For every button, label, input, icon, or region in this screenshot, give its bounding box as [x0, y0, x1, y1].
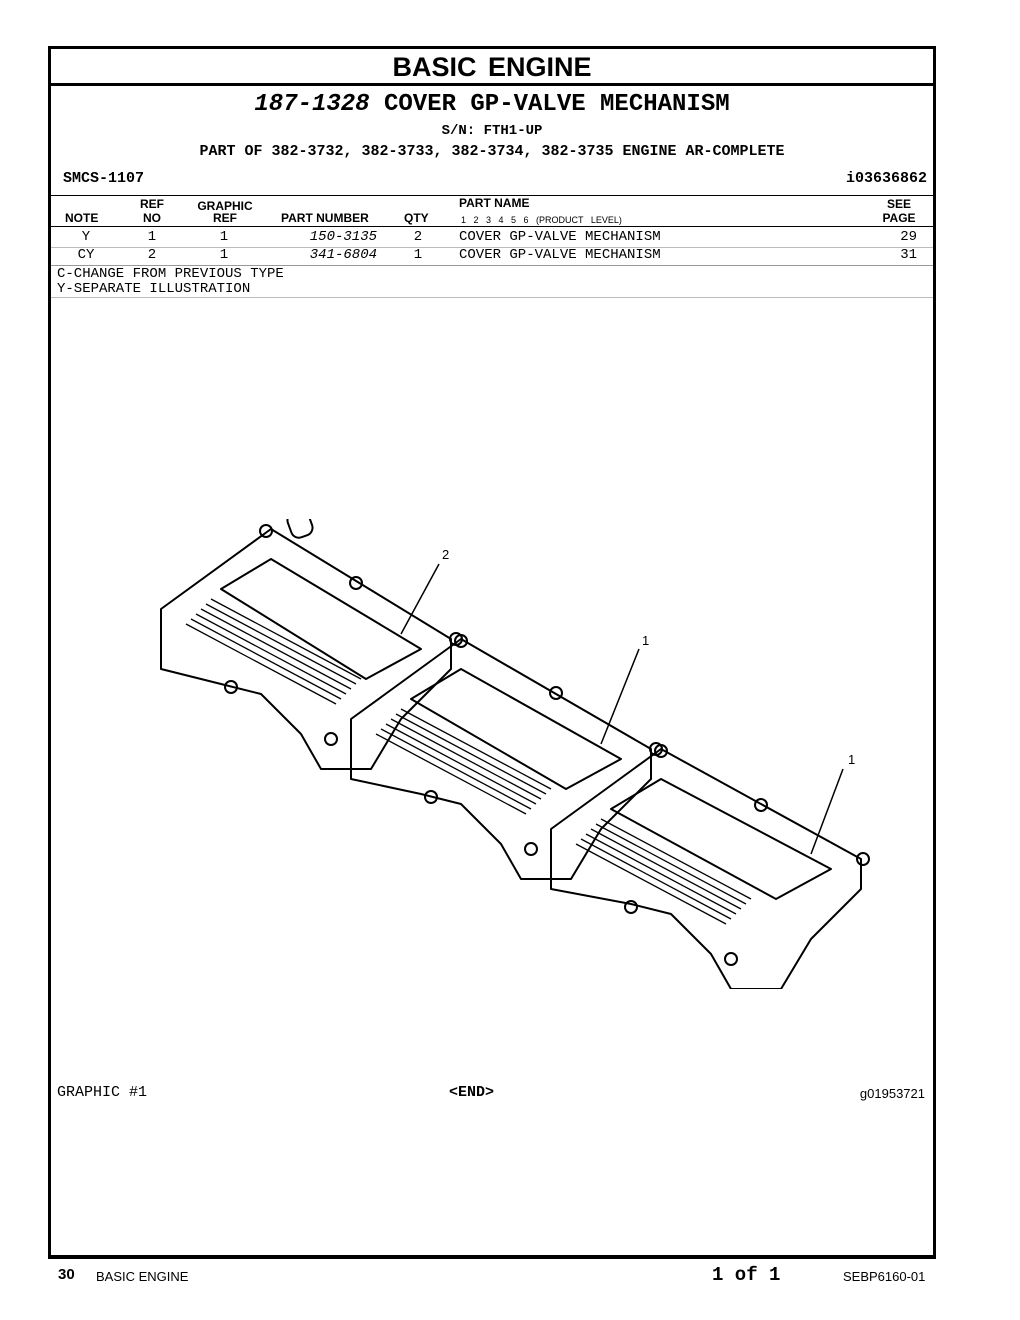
col-note: NOTE — [65, 211, 99, 225]
valve-cover-middle — [350, 634, 663, 880]
table-header-rule — [51, 226, 933, 227]
page-frame: BASIC ENGINE 187-1328 COVER GP-VALVE MEC… — [48, 46, 936, 1259]
row-qty: 2 — [413, 229, 423, 245]
legend-separate: Y-SEPARATE ILLUSTRATION — [57, 281, 251, 297]
part-of-line: PART OF 382-3732, 382-3733, 382-3734, 38… — [199, 143, 785, 160]
header-divider — [51, 195, 933, 196]
row-part-number[interactable]: 341-6804 — [309, 247, 377, 263]
row-ref: 2 — [147, 247, 157, 263]
graphic-id: g01953721 — [859, 1086, 925, 1101]
section-title: BASIC ENGINE — [392, 52, 592, 82]
col-see-bottom: PAGE — [882, 211, 916, 225]
group-heading: 187-1328 COVER GP-VALVE MECHANISM — [51, 91, 933, 118]
row-part-name: COVER GP-VALVE MECHANISM — [459, 229, 661, 245]
group-name: COVER GP-VALVE MECHANISM — [383, 91, 730, 118]
col-graphic-bottom: REF — [213, 211, 237, 225]
col-part-name: PART NAME — [459, 196, 530, 210]
col-ref-top: REF — [140, 197, 164, 211]
section-title-bar: BASIC ENGINE — [51, 49, 933, 86]
callout-leader — [810, 768, 844, 855]
table-row[interactable]: Y 1 1 150-3135 2 COVER GP-VALVE MECHANIS… — [51, 229, 933, 247]
callout-label[interactable]: 1 — [848, 752, 855, 767]
row-ref: 1 — [147, 229, 157, 245]
row-see-page[interactable]: 31 — [900, 247, 917, 263]
group-part-number[interactable]: 187-1328 — [254, 91, 370, 118]
row-note: CY — [77, 247, 95, 263]
col-see-top: SEE — [886, 197, 911, 211]
callout-leader — [400, 563, 440, 635]
row-graphic: 1 — [219, 247, 229, 263]
valve-cover-right — [550, 744, 870, 989]
row-note: Y — [81, 229, 91, 245]
product-levels: 1 2 3 4 5 6 (PRODUCT LEVEL) — [461, 215, 622, 225]
callout-leader — [600, 648, 640, 745]
row-qty: 1 — [413, 247, 423, 263]
callout-label[interactable]: 1 — [642, 633, 649, 648]
valve-cover-left — [160, 519, 463, 770]
legend: C-CHANGE FROM PREVIOUS TYPE Y-SEPARATE I… — [57, 267, 284, 297]
valve-cover-illustration: 2 1 1 — [160, 519, 870, 989]
row-divider — [51, 247, 933, 248]
legend-change: C-CHANGE FROM PREVIOUS TYPE — [57, 266, 284, 282]
row-see-page[interactable]: 29 — [900, 229, 917, 245]
row-graphic: 1 — [219, 229, 229, 245]
end-marker: <END> — [449, 1084, 495, 1101]
col-ref-bottom: NO — [143, 211, 161, 225]
serial-number: S/N: FTH1-UP — [441, 123, 543, 139]
legend-divider — [51, 297, 933, 298]
table-row[interactable]: CY 2 1 341-6804 1 COVER GP-VALVE MECHANI… — [51, 247, 933, 265]
row-part-name: COVER GP-VALVE MECHANISM — [459, 247, 661, 263]
illustration-id: i03636862 — [845, 170, 927, 187]
graphic-label: GRAPHIC #1 — [57, 1084, 148, 1101]
footer-section: BASIC ENGINE — [96, 1269, 189, 1284]
footer-doc-id: SEBP6160-01 — [843, 1269, 926, 1284]
footer-page-of: 1 of 1 — [712, 1264, 781, 1286]
smcs-code: SMCS-1107 — [63, 170, 145, 187]
footer-page-number: 30 — [58, 1266, 75, 1283]
col-graphic-top: GRAPHIC — [197, 199, 253, 213]
col-qty: QTY — [404, 211, 429, 225]
table-bottom-rule — [51, 265, 933, 266]
col-part-number: PART NUMBER — [281, 211, 369, 225]
callout-label[interactable]: 2 — [442, 547, 449, 562]
row-part-number[interactable]: 150-3135 — [309, 229, 377, 245]
